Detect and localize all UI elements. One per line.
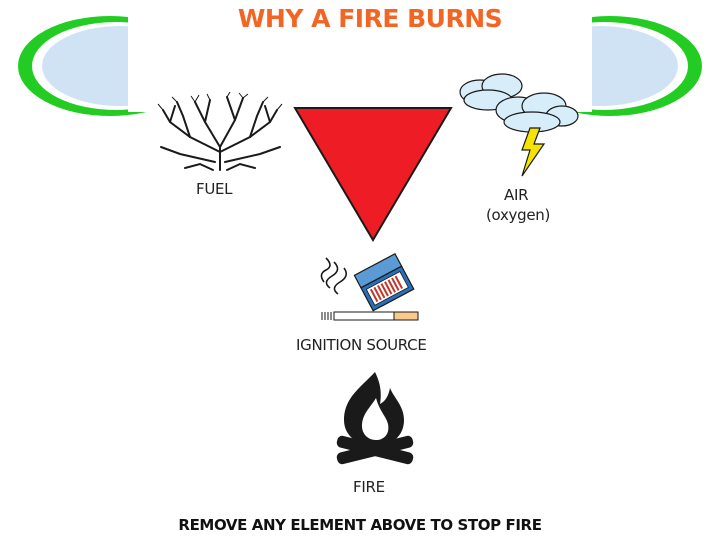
campfire-icon	[336, 372, 414, 465]
storm-cloud-icon	[459, 73, 579, 177]
label-fuel: FUEL	[196, 180, 233, 198]
matchbox-icon	[320, 252, 419, 321]
page-title: WHY A FIRE BURNS	[237, 4, 503, 33]
label-fire: FIRE	[353, 478, 385, 496]
footer-instruction: REMOVE ANY ELEMENT ABOVE TO STOP FIRE	[178, 516, 542, 534]
fire-triangle	[293, 107, 453, 242]
label-ignition: IGNITION SOURCE	[296, 336, 427, 354]
bush-icon	[157, 92, 283, 171]
label-air-sub: (oxygen)	[486, 206, 551, 224]
label-air: AIR	[504, 186, 529, 204]
